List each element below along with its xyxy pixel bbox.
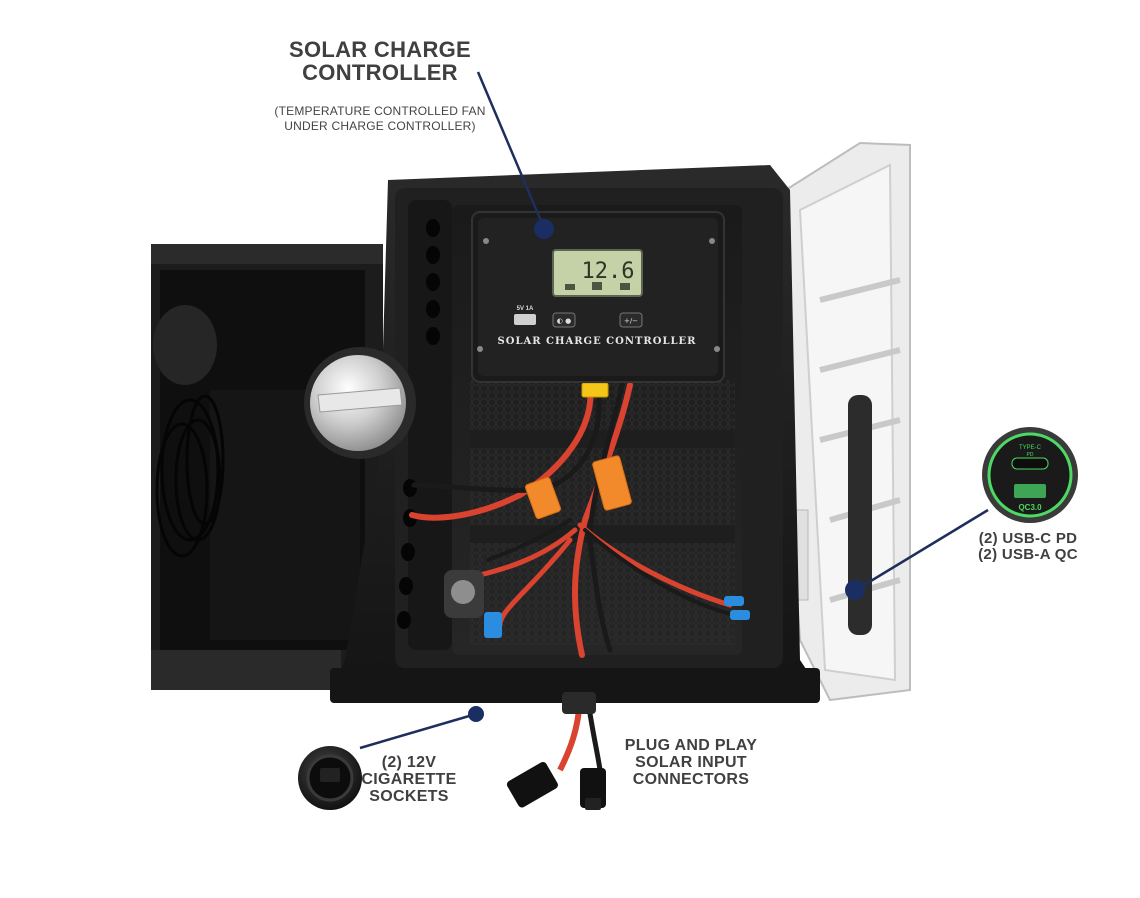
adjust-button[interactable] <box>619 312 643 328</box>
usb-label: 5V 1A <box>517 306 534 312</box>
lcd-display <box>552 249 643 297</box>
callout-dot-cigarette <box>468 706 484 722</box>
callout-usb-line-1: (2) USB-C PD <box>978 530 1078 547</box>
callout-cigarette-line-2: CIGARETTE <box>361 770 457 788</box>
callout-solar-line-1: PLUG AND PLAY <box>624 737 758 754</box>
callout-cigarette-line-3: SOCKETS <box>369 787 449 805</box>
usb-port <box>514 314 536 325</box>
callout-charge-controller-note-1: (TEMPERATURE CONTROLLED FAN <box>274 104 486 119</box>
usb-c-label-line1: TYPE-C <box>1019 445 1042 451</box>
solar-input-connectors <box>506 692 606 810</box>
callout-usb-line-2: (2) USB-A QC <box>978 545 1078 563</box>
callout-solar-line-3: CONNECTORS <box>632 770 750 788</box>
mode-button[interactable] <box>552 312 576 328</box>
spade-connectors <box>484 596 750 638</box>
callout-pointers <box>359 71 989 750</box>
controller-label: SOLAR CHARGE CONTROLLER <box>498 336 697 347</box>
fuse-holder <box>444 570 484 618</box>
adjust-button-label: +/− <box>624 317 638 325</box>
callout-charge-controller: SOLAR CHARGE CONTROLLER (TEMPERATURE CON… <box>268 38 492 133</box>
callout-solar-line-2: SOLAR INPUT <box>635 753 747 771</box>
cigarette-socket <box>298 746 362 810</box>
lever-connectors <box>524 382 632 520</box>
usb-c-label-line2: PD <box>1027 452 1034 458</box>
wiring <box>409 382 737 658</box>
clear-lid <box>768 141 911 702</box>
mode-button-label: ◐ ● <box>557 317 571 325</box>
solar-charge-controller: 12.6 5V 1A ◐ ● +/− SOLAR CHARGE CONTROLL… <box>471 211 725 383</box>
callout-charge-controller-note-2: UNDER CHARGE CONTROLLER) <box>284 118 476 133</box>
callout-cigarette: (2) 12V CIGARETTE SOCKETS <box>350 754 468 805</box>
usb-charger-port: TYPE-C PD QC3.0 <box>982 427 1078 523</box>
side-storage-compartment <box>151 244 383 690</box>
callout-usb: (2) USB-C PD (2) USB-A QC <box>968 531 1088 563</box>
callout-charge-controller-title-1: SOLAR CHARGE <box>288 37 472 62</box>
callout-cigarette-line-1: (2) 12V <box>381 754 437 771</box>
usb-a-label: QC3.0 <box>1018 503 1042 512</box>
callout-dot-usb <box>845 580 865 600</box>
display-reading: 12.6 <box>582 259 635 284</box>
callout-charge-controller-title-2: CONTROLLER <box>302 60 458 86</box>
lid-knob <box>304 347 416 459</box>
callout-solar-input: PLUG AND PLAY SOLAR INPUT CONNECTORS <box>606 737 776 788</box>
callout-dot-controller <box>534 219 554 239</box>
